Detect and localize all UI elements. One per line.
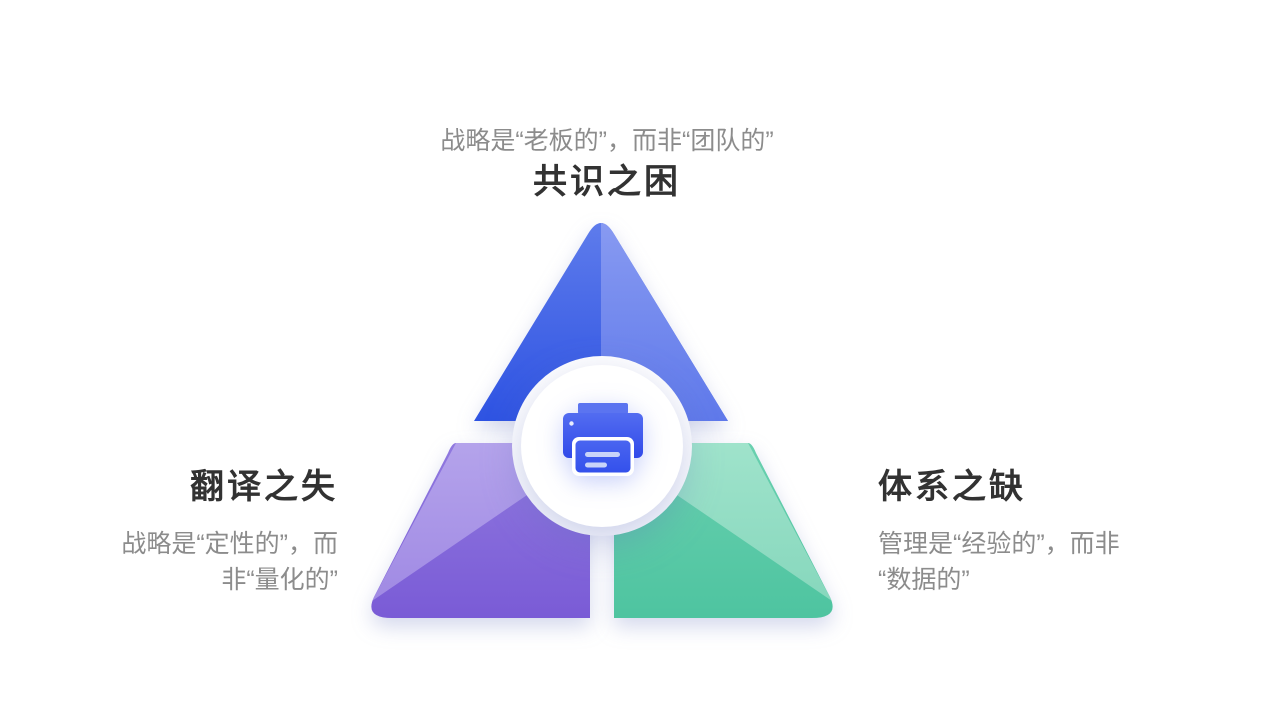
top-subtitle: 战略是“老板的”，而非“团队的” — [440, 127, 774, 155]
left-title: 翻译之失 — [190, 468, 338, 506]
top-title: 共识之困 — [533, 163, 681, 201]
right-subtitle: 管理是“经验的”，而非 “数据的” — [878, 526, 1218, 598]
right-subtitle-line1: 管理是“经验的”，而非 — [878, 530, 1120, 558]
left-subtitle-line1: 战略是“定性的”，而 — [121, 530, 338, 558]
right-subtitle-line2: “数据的” — [878, 566, 970, 594]
printer-icon — [563, 403, 643, 476]
top-caption: 战略是“老板的”，而非“团队的” 共识之困 — [0, 124, 1214, 202]
left-caption: 翻译之失 战略是“定性的”，而 非“量化的” — [0, 467, 338, 598]
left-subtitle-line2: 非“量化的” — [221, 566, 338, 594]
left-subtitle: 战略是“定性的”，而 非“量化的” — [0, 526, 338, 598]
right-caption: 体系之缺 管理是“经验的”，而非 “数据的” — [878, 467, 1218, 598]
right-title: 体系之缺 — [878, 468, 1026, 506]
